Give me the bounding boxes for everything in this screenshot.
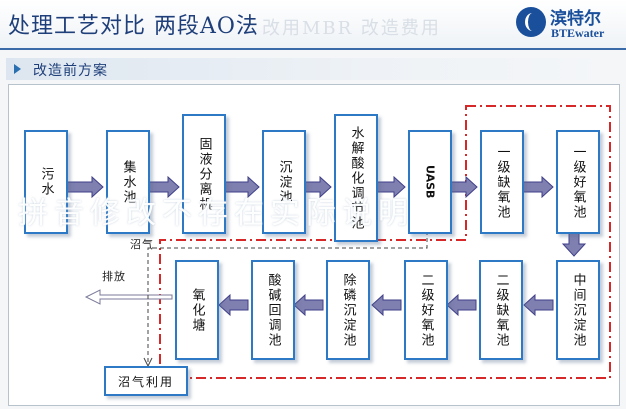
section-heading: 改造前方案 [33, 63, 108, 79]
box-biogas-utilization: 沼气利用 [104, 366, 188, 396]
box-sewage: 污水 [24, 130, 68, 234]
label-primary-anoxic-tank: 一级缺氧池 [494, 144, 510, 220]
box-uasb: UASB [408, 130, 452, 234]
label-phosphorus-removal-settling-tank: 除磷沉淀池 [340, 272, 356, 348]
box-primary-aerobic-tank: 一级好氧池 [556, 130, 600, 234]
arrow-uasb-to-primary-anoxic [448, 175, 478, 199]
discharge-arrow [84, 289, 173, 305]
label-secondary-aerobic-tank: 二级好氧池 [418, 272, 434, 348]
arrow-primary-anoxic-to-aerobic [522, 175, 554, 199]
page-title: 处理工艺对比 两段AO法 [8, 14, 259, 39]
faded-background-text: 改用MBR 改造费用 [262, 18, 441, 39]
logo-icon [516, 7, 546, 37]
box-hydrolysis-acidification-tank: 水解酸化调节池 [334, 114, 378, 242]
arrow-ph-to-oxidation-pond [218, 293, 249, 317]
label-settling-tank: 沉淀池 [276, 159, 292, 205]
arrow-intermediate-to-secondary-anoxic [523, 293, 554, 317]
arrow-phosphorus-to-ph [293, 293, 324, 317]
header-divider [0, 48, 626, 50]
box-secondary-aerobic-tank: 二级好氧池 [404, 260, 448, 360]
box-phosphorus-removal-settling-tank: 除磷沉淀池 [326, 260, 370, 360]
logo-name: 滨特尔 [550, 9, 601, 29]
ao-stage-boundary [159, 105, 611, 379]
box-intermediate-settling-tank: 中间沉淀池 [556, 260, 600, 360]
box-ph-adjustment-tank: 酸碱回调池 [251, 260, 295, 360]
label-secondary-anoxic-tank: 二级缺氧池 [493, 272, 509, 348]
label-hydrolysis-acidification-tank: 水解酸化调节池 [348, 125, 364, 231]
arrow-settling-to-hydrolysis [304, 175, 332, 199]
arrow-sewage-to-collection [66, 175, 104, 199]
box-oxidation-pond: 氧化塘 [175, 260, 219, 360]
box-secondary-anoxic-tank: 二级缺氧池 [479, 260, 523, 360]
arrow-separator-to-settling [224, 175, 260, 199]
label-ph-adjustment-tank: 酸碱回调池 [265, 272, 281, 348]
arrow-collection-to-separator [148, 175, 180, 199]
box-solid-liquid-separator: 固液分离机 [182, 114, 226, 234]
box-primary-anoxic-tank: 一级缺氧池 [480, 130, 524, 234]
discharge-label: 排放 [102, 270, 126, 283]
box-collection-tank: 集水池 [106, 130, 150, 234]
label-uasb: UASB [423, 165, 437, 199]
label-biogas-utilization: 沼气利用 [117, 374, 174, 389]
arrow-hydrolysis-to-uasb [376, 175, 406, 199]
section-marker-icon [14, 64, 21, 74]
section-bar [6, 58, 616, 80]
box-settling-tank: 沉淀池 [262, 130, 306, 234]
label-collection-tank: 集水池 [120, 159, 136, 205]
label-intermediate-settling-tank: 中间沉淀池 [570, 272, 586, 348]
biogas-line [147, 210, 428, 364]
label-sewage: 污水 [38, 167, 54, 197]
arrow-anoxic-to-aerobic-2 [446, 293, 477, 317]
label-primary-aerobic-tank: 一级好氧池 [570, 144, 586, 220]
label-solid-liquid-separator: 固液分离机 [196, 136, 212, 212]
brand-logo: 滨特尔 BTEwater [516, 4, 624, 44]
watermark-overlay: 拼音修改不存在实际说明 [18, 196, 414, 231]
arrow-aerobic-to-intermediate [561, 231, 587, 257]
arrow-aerobic-2-to-phosphorus [371, 293, 402, 317]
biogas-label: 沼气 [130, 238, 154, 251]
logo-tagline: BTEwater [551, 26, 605, 40]
label-oxidation-pond: 氧化塘 [189, 287, 205, 333]
